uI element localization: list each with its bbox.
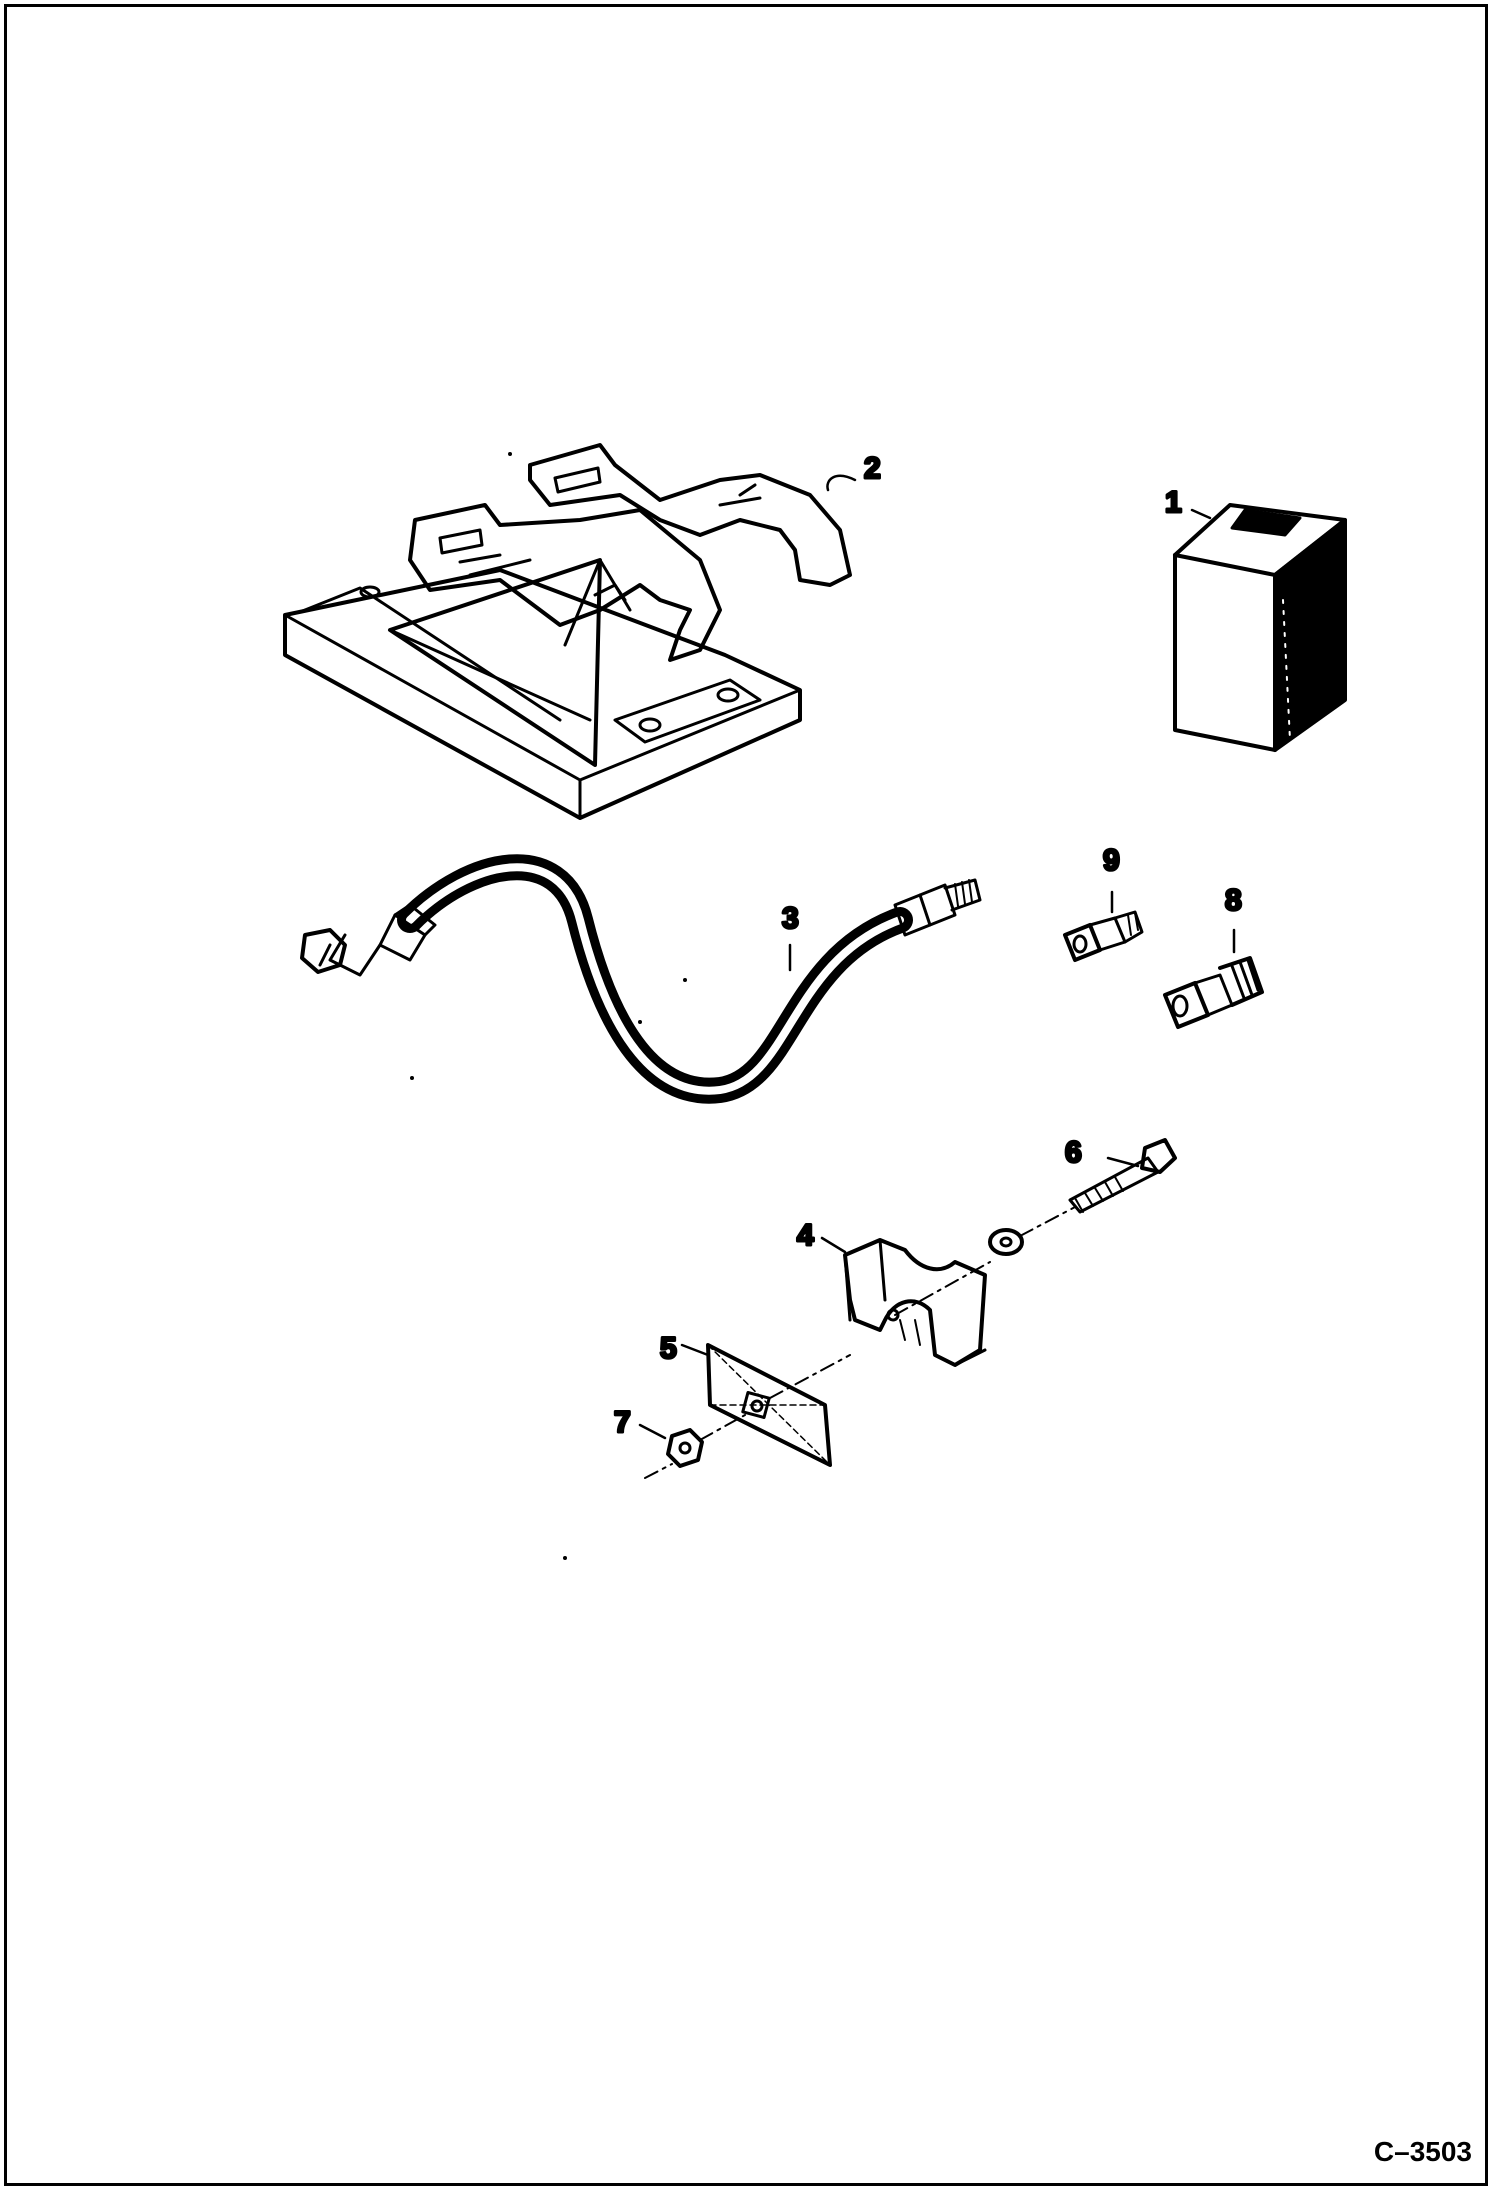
- callout-9: 9: [1103, 844, 1120, 877]
- part-2-mounting-bracket: [283, 443, 852, 820]
- part-5-plate: [706, 1343, 832, 1467]
- part-7-nut: [666, 1428, 704, 1468]
- figure-code: C–3503: [1373, 2136, 1472, 2167]
- callout-8: 8: [1225, 884, 1242, 917]
- washer: [988, 1228, 1024, 1256]
- part-3-hose: [300, 854, 982, 1104]
- callout-2: 2: [864, 452, 881, 485]
- part-6-bolt: [1068, 1138, 1177, 1214]
- part-4-clamp: [843, 1238, 987, 1367]
- part-9-coupler: [1063, 910, 1144, 962]
- part-1-box: [1173, 503, 1347, 752]
- callout-6: 6: [1065, 1136, 1082, 1169]
- callout-5: 5: [660, 1332, 677, 1365]
- drawing-border: [4, 4, 1488, 2186]
- scan-specks: [410, 452, 687, 1560]
- callout-1: 1: [1165, 486, 1182, 519]
- leader-lines: [638, 474, 1236, 1440]
- callout-4: 4: [797, 1219, 814, 1252]
- callout-3: 3: [782, 902, 799, 935]
- callout-7: 7: [614, 1406, 631, 1439]
- part-8-coupler: [1163, 956, 1264, 1029]
